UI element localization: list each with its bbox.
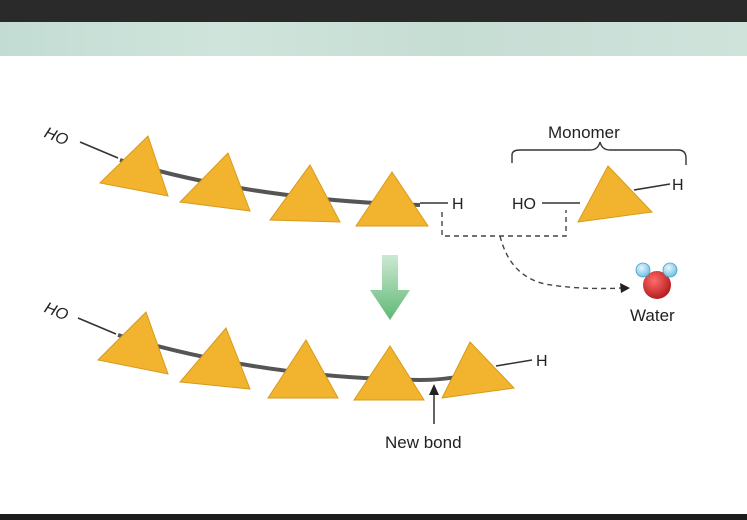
h-label: H — [536, 353, 548, 370]
monomer-triangle — [441, 341, 516, 399]
pointer-arrowhead — [429, 384, 439, 395]
ho-bond-line — [79, 141, 119, 159]
hydrogen-atom — [662, 262, 678, 278]
monomer-triangle — [178, 152, 251, 212]
new-bond-label: New bond — [385, 433, 462, 452]
monomer-triangle — [179, 327, 251, 390]
hydrogen-atom — [635, 262, 651, 278]
polymer-bottom: HO H — [42, 300, 548, 401]
reaction-arrow-icon — [370, 255, 410, 320]
monomer-triangle — [98, 135, 169, 197]
monomer-brace — [511, 141, 687, 165]
ho-bond-line — [77, 317, 117, 335]
ho-label: HO — [42, 300, 71, 325]
monomer-triangle — [353, 345, 425, 401]
monomer-triangle — [577, 165, 654, 223]
h-label: H — [452, 196, 464, 213]
polymer-top: HO H — [42, 125, 464, 227]
oxygen-atom — [643, 271, 671, 299]
monomer-label: Monomer — [548, 123, 620, 142]
dashed-arrowhead — [620, 283, 630, 293]
bottom-bar — [0, 514, 747, 520]
dashed-arrow-line — [499, 235, 623, 290]
monomer-h-bond — [633, 183, 671, 191]
monomer-triangle — [269, 164, 341, 223]
monomer-ho-label: HO — [512, 196, 536, 213]
monomer-h-label: H — [672, 177, 684, 194]
ho-label: HO — [42, 125, 71, 150]
water-label: Water — [630, 306, 675, 325]
monomer-group: Monomer HO H — [511, 123, 687, 223]
backbone-line — [117, 333, 481, 383]
monomer-triangle — [96, 311, 169, 375]
header-banner — [0, 22, 747, 56]
h-bond-line — [495, 359, 533, 367]
top-bar — [0, 0, 747, 22]
dashed-bracket — [441, 210, 567, 237]
water-molecule: Water — [630, 262, 678, 325]
water-removal-path — [441, 210, 630, 293]
new-bond-pointer: New bond — [385, 384, 462, 452]
monomer-triangle — [355, 171, 429, 227]
monomer-triangle — [267, 339, 339, 399]
